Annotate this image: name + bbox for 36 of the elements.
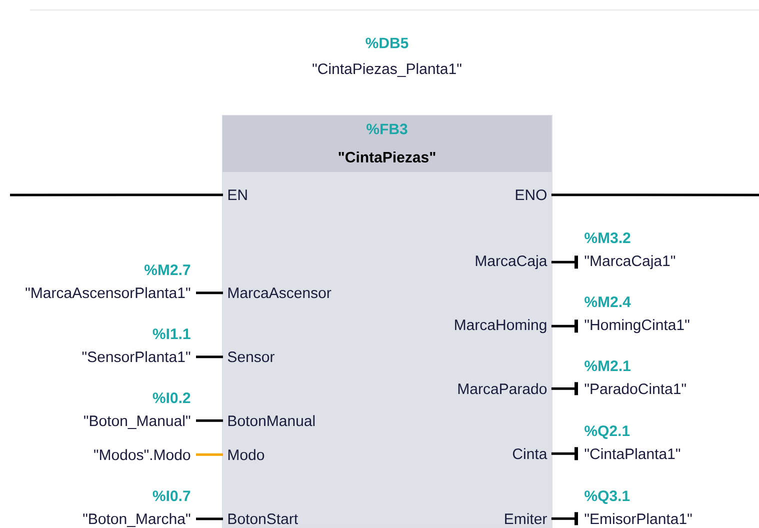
connection-line	[551, 512, 578, 526]
connection-line	[551, 194, 759, 196]
operand-label: "Modos".Modo	[94, 449, 190, 460]
connection-line	[551, 256, 578, 269]
connection-line	[196, 356, 223, 358]
instance-name: "CintaPiezas_Planta1"	[312, 63, 462, 77]
connection-line	[196, 292, 223, 294]
operand-label: %M2.1 "ParadoCinta1"	[584, 360, 686, 394]
pin-label: Sensor	[228, 352, 274, 362]
pin-label: Emiter	[505, 513, 547, 524]
connection-line	[196, 518, 223, 520]
pin-label: Modo	[228, 449, 264, 460]
instance-address: %DB5	[366, 38, 408, 48]
pin-label: BotonManual	[228, 415, 315, 426]
operand-label: %I0.7 "Boton_Marcha"	[83, 490, 190, 527]
connection-line	[10, 194, 223, 196]
pin-label: EN	[228, 190, 247, 200]
pin-label: MarcaParado	[458, 383, 547, 394]
connection-line	[551, 447, 578, 460]
pin-label: MarcaCaja	[476, 255, 548, 270]
operand-label: %Q2.1 "CintaPlanta1"	[584, 426, 680, 460]
pin-label: Cinta	[512, 448, 548, 460]
connection-line	[196, 453, 223, 456]
pin-label: BotonStart	[228, 514, 298, 524]
operand-label: %M2.4 "HomingCinta1"	[584, 296, 690, 334]
pin-label: MarcaHoming	[455, 319, 546, 334]
pin-label: MarcaAscensor	[228, 288, 332, 298]
pin-label: ENO	[516, 190, 546, 200]
operand-label: %I0.2 "Boton_Manual"	[84, 392, 190, 429]
connection-line	[551, 320, 578, 333]
operand-label: %Q3.1 "EmisorPlanta1"	[584, 490, 692, 524]
connection-line	[196, 419, 223, 422]
operand-label: %I1.1 "SensorPlanta1"	[82, 328, 190, 362]
connection-line	[551, 382, 578, 396]
operand-label: %M2.7 "MarcaAscensorPlanta1"	[26, 264, 190, 298]
operand-label: %M3.2 "MarcaCaja1"	[584, 232, 676, 270]
